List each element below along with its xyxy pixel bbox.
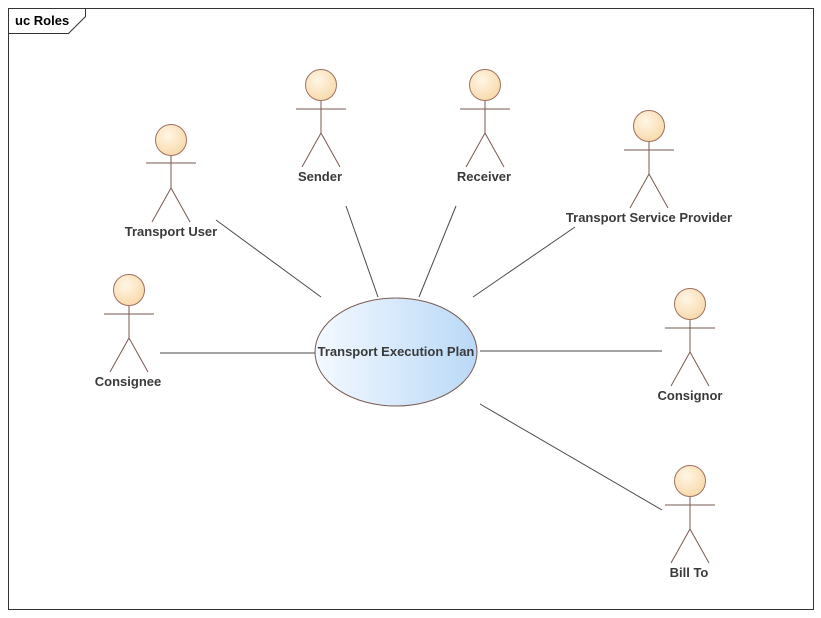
association-transport-user[interactable] — [215, 219, 322, 298]
actor-head-icon — [674, 288, 706, 320]
actor-bill-to[interactable]: Bill To — [665, 465, 715, 581]
association-transport-service-provider[interactable] — [472, 226, 576, 298]
actor-body-icon — [460, 101, 510, 168]
actor-head-icon — [305, 69, 337, 101]
association-receiver[interactable] — [418, 205, 457, 298]
actor-label-bill-to: Bill To — [670, 565, 709, 580]
actor-label-transport-service-provider: Transport Service Provider — [566, 210, 732, 225]
actor-label-transport-user: Transport User — [125, 224, 217, 239]
actor-consignor[interactable]: Consignor — [658, 288, 723, 404]
actor-body-icon — [665, 320, 715, 387]
actor-body-icon — [146, 156, 196, 223]
actor-head-icon — [469, 69, 501, 101]
actor-sender[interactable]: Sender — [296, 69, 346, 185]
actor-label-consignor: Consignor — [658, 388, 723, 403]
actor-head-icon — [155, 124, 187, 156]
actor-body-icon — [665, 497, 715, 564]
actor-head-icon — [113, 274, 145, 306]
actor-body-icon — [104, 306, 154, 373]
actor-receiver[interactable]: Receiver — [457, 69, 511, 185]
actor-head-icon — [633, 110, 665, 142]
actor-transport-user[interactable]: Transport User — [125, 124, 217, 240]
actor-body-icon — [296, 101, 346, 168]
actor-label-consignee: Consignee — [95, 374, 161, 389]
actor-transport-service-provider[interactable]: Transport Service Provider — [566, 110, 732, 226]
association-bill-to[interactable] — [479, 403, 663, 511]
actor-head-icon — [674, 465, 706, 497]
actor-label-sender: Sender — [298, 169, 342, 184]
use-case-transport-execution-plan[interactable]: Transport Execution Plan — [314, 297, 478, 407]
actor-consignee[interactable]: Consignee — [95, 274, 161, 390]
actor-label-receiver: Receiver — [457, 169, 511, 184]
frame-title: uc Roles — [15, 13, 69, 28]
use-case-label: Transport Execution Plan — [318, 344, 475, 359]
associations — [160, 205, 663, 511]
actor-body-icon — [624, 142, 674, 209]
association-sender[interactable] — [345, 205, 379, 298]
